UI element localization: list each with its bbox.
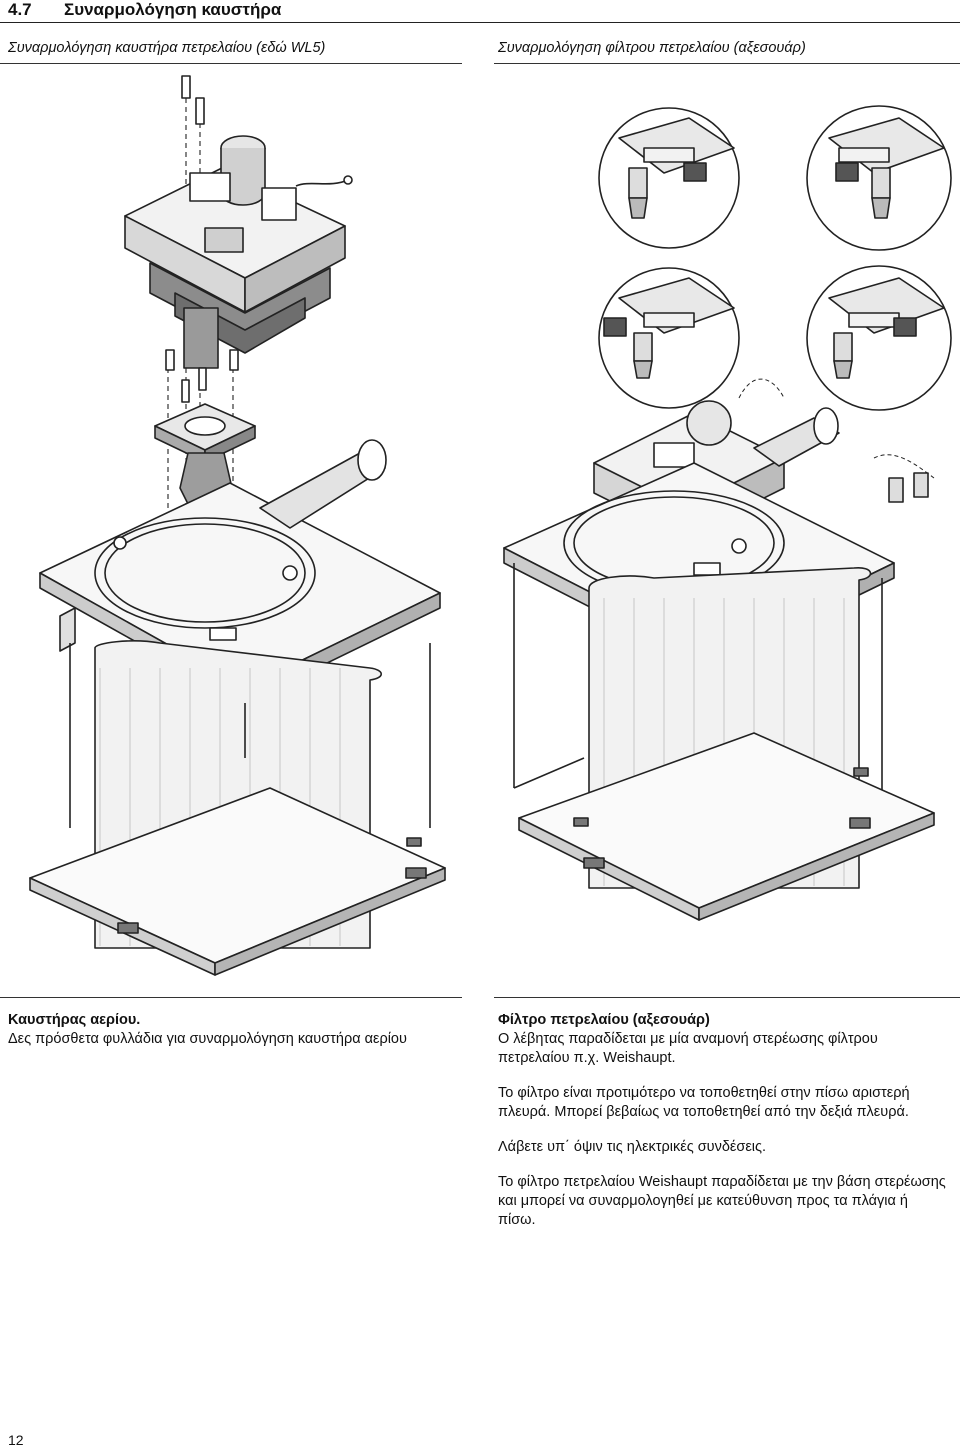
- right-caption-divider: [494, 63, 960, 64]
- right-figure-caption: Συναρμολόγηση φίλτρου πετρελαίου (αξεσου…: [498, 40, 806, 56]
- gas-burner-note: Καυστήρας αερίου. Δες πρόσθετα φυλλάδια …: [8, 1011, 448, 1049]
- oil-filter-mounting-drawing: [503, 105, 952, 921]
- burner-assembly-figure: [0, 68, 470, 993]
- section-number: 4.7: [8, 0, 32, 19]
- title-divider: [0, 22, 960, 23]
- oil-filter-notes: Φίλτρο πετρελαίου (αξεσουάρ) Ο λέβητας π…: [498, 1011, 948, 1246]
- right-text-divider: [494, 997, 960, 998]
- oil-filter-figure: [494, 68, 960, 993]
- page-number: 12: [8, 1432, 24, 1448]
- left-figure-caption: Συναρμολόγηση καυστήρα πετρελαίου (εδώ W…: [8, 40, 326, 56]
- section-heading: Συναρμολόγηση καυστήρα: [64, 0, 282, 19]
- oil-filter-paragraph-1: Ο λέβητας παραδίδεται με μία αναμονή στε…: [498, 1031, 878, 1066]
- oil-filter-paragraph-4: Το φίλτρο πετρελαίου Weishaupt παραδίδετ…: [498, 1174, 946, 1228]
- exploded-burner-assembly-drawing: [29, 75, 446, 976]
- gas-burner-body: Δες πρόσθετα φυλλάδια για συναρμολόγηση …: [8, 1031, 407, 1047]
- section-title: 4.7 Συναρμολόγηση καυστήρα: [8, 0, 281, 20]
- left-text-divider: [0, 997, 462, 998]
- gas-burner-heading: Καυστήρας αερίου.: [8, 1012, 141, 1028]
- oil-filter-paragraph-2: Το φίλτρο είναι προτιμότερο να τοποθετηθ…: [498, 1085, 910, 1120]
- left-caption-divider: [0, 63, 462, 64]
- oil-filter-paragraph-3: Λάβετε υπ΄ όψιν τις ηλεκτρικές συνδέσεις…: [498, 1139, 767, 1155]
- oil-filter-heading: Φίλτρο πετρελαίου (αξεσουάρ): [498, 1012, 710, 1028]
